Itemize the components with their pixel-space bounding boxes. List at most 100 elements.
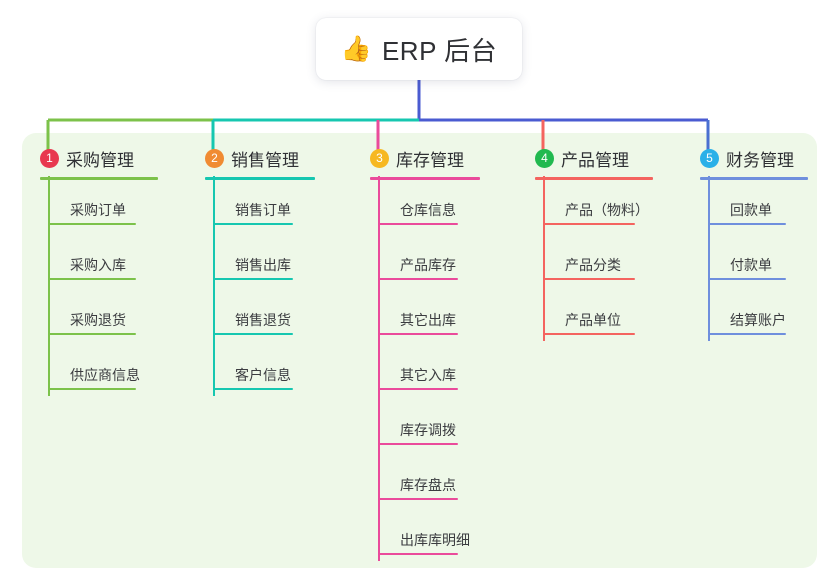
branch-item-list: 仓库信息产品库存其它出库其它入库库存调拨库存盘点出库库明细 — [378, 176, 488, 561]
leaf-node[interactable]: 回款单 — [708, 176, 816, 231]
leaf-underline — [378, 223, 458, 225]
branch-header-5[interactable]: 5 财务管理 — [700, 146, 808, 170]
branch-column-2: 2 销售管理 — [205, 146, 315, 180]
branch-title: 库存管理 — [396, 150, 464, 170]
leaf-underline — [48, 278, 136, 280]
branch-title: 销售管理 — [231, 150, 299, 170]
leaf-underline — [708, 333, 786, 335]
leaf-node[interactable]: 库存调拨 — [378, 396, 488, 451]
branch-header-2[interactable]: 2 销售管理 — [205, 146, 315, 170]
leaf-label: 其它出库 — [400, 312, 456, 328]
leaf-underline — [543, 333, 635, 335]
leaf-node[interactable]: 仓库信息 — [378, 176, 488, 231]
leaf-node[interactable]: 销售出库 — [213, 231, 323, 286]
diagram-panel — [22, 133, 817, 568]
leaf-node[interactable]: 采购退货 — [48, 286, 166, 341]
branch-title: 采购管理 — [66, 150, 134, 170]
leaf-underline — [378, 443, 458, 445]
leaf-node[interactable]: 结算账户 — [708, 286, 816, 341]
leaf-underline — [378, 333, 458, 335]
leaf-label: 采购订单 — [70, 202, 126, 218]
leaf-underline — [48, 333, 136, 335]
branch-number-badge: 3 — [370, 148, 389, 168]
leaf-node[interactable]: 出库库明细 — [378, 506, 488, 561]
leaf-label: 库存盘点 — [400, 477, 456, 493]
leaf-node[interactable]: 采购入库 — [48, 231, 166, 286]
leaf-node[interactable]: 其它出库 — [378, 286, 488, 341]
leaf-label: 其它入库 — [400, 367, 456, 383]
leaf-label: 产品分类 — [565, 257, 621, 273]
leaf-label: 采购入库 — [70, 257, 126, 273]
branch-spine-4 — [543, 176, 545, 341]
leaf-node[interactable]: 产品分类 — [543, 231, 661, 286]
leaf-label: 回款单 — [730, 202, 772, 218]
branch-header-3[interactable]: 3 库存管理 — [370, 146, 480, 170]
branch-item-list: 产品（物料） 产品分类产品单位 — [543, 176, 661, 341]
leaf-underline — [213, 278, 293, 280]
thumbs-up-icon: 👍 — [340, 34, 372, 63]
branch-item-list: 回款单付款单结算账户 — [708, 176, 816, 341]
leaf-underline — [708, 223, 786, 225]
root-title: ERP 后台 — [381, 35, 498, 66]
leaf-underline — [708, 278, 786, 280]
leaf-underline — [213, 333, 293, 335]
branch-number-badge: 4 — [535, 148, 554, 168]
leaf-node[interactable]: 产品（物料） — [543, 176, 661, 231]
leaf-node[interactable]: 销售退货 — [213, 286, 323, 341]
leaf-label: 仓库信息 — [400, 202, 456, 218]
leaf-label: 结算账户 — [730, 312, 786, 328]
leaf-underline — [378, 278, 458, 280]
branch-underline — [700, 177, 808, 180]
leaf-underline — [213, 223, 293, 225]
root-node[interactable]: 👍 ERP 后台 — [316, 18, 522, 80]
leaf-node[interactable]: 产品库存 — [378, 231, 488, 286]
leaf-underline — [378, 553, 458, 555]
leaf-node[interactable]: 产品单位 — [543, 286, 661, 341]
leaf-label: 出库库明细 — [400, 532, 470, 548]
branch-number-badge: 5 — [700, 148, 719, 168]
branch-item-list: 销售订单销售出库销售退货客户信息 — [213, 176, 323, 396]
branch-title: 财务管理 — [726, 150, 794, 170]
leaf-node[interactable]: 销售订单 — [213, 176, 323, 231]
leaf-label: 采购退货 — [70, 312, 126, 328]
leaf-underline — [213, 388, 293, 390]
branch-item-list: 采购订单采购入库采购退货供应商信息 — [48, 176, 166, 396]
leaf-label: 供应商信息 — [70, 367, 140, 383]
leaf-label: 销售退货 — [235, 312, 291, 328]
leaf-underline — [378, 498, 458, 500]
branch-underline — [370, 177, 480, 180]
leaf-node[interactable]: 付款单 — [708, 231, 816, 286]
leaf-label: 产品单位 — [565, 312, 621, 328]
branch-underline — [535, 177, 653, 180]
leaf-underline — [48, 388, 136, 390]
leaf-label: 库存调拨 — [400, 422, 456, 438]
leaf-node[interactable]: 其它入库 — [378, 341, 488, 396]
leaf-underline — [48, 223, 136, 225]
leaf-underline — [378, 388, 458, 390]
branch-spine-3 — [378, 176, 380, 561]
branch-underline — [40, 177, 158, 180]
leaf-label: 销售订单 — [235, 202, 291, 218]
leaf-node[interactable]: 采购订单 — [48, 176, 166, 231]
leaf-underline — [543, 278, 635, 280]
branch-number-badge: 2 — [205, 148, 224, 168]
leaf-underline — [543, 223, 635, 225]
branch-spine-1 — [48, 176, 50, 396]
leaf-label: 付款单 — [730, 257, 772, 273]
branch-column-3: 3 库存管理 — [370, 146, 480, 180]
leaf-label: 客户信息 — [235, 367, 291, 383]
leaf-node[interactable]: 客户信息 — [213, 341, 323, 396]
branch-column-5: 5 财务管理 — [700, 146, 808, 180]
branch-spine-5 — [708, 176, 710, 341]
leaf-node[interactable]: 供应商信息 — [48, 341, 166, 396]
leaf-node[interactable]: 库存盘点 — [378, 451, 488, 506]
branch-spine-2 — [213, 176, 215, 396]
leaf-label: 销售出库 — [235, 257, 291, 273]
leaf-label: 产品（物料） — [565, 202, 649, 218]
leaf-label: 产品库存 — [400, 257, 456, 273]
